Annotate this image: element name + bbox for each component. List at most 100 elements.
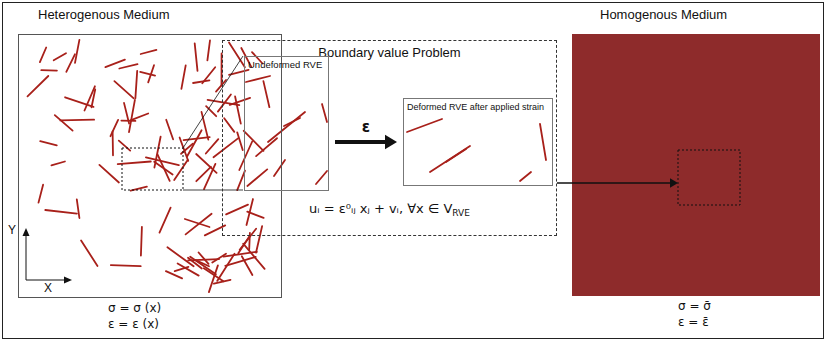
x-axis-head — [64, 277, 72, 284]
fiber — [105, 60, 125, 68]
rve-box: Deformed RVE after applied strain — [403, 98, 553, 186]
homogeneous-fill — [572, 34, 820, 296]
fiber — [174, 160, 188, 180]
fiber — [407, 119, 442, 132]
rve-box: Undeformed RVE — [244, 56, 329, 191]
fiber — [430, 146, 470, 172]
homogeneous-rve-window — [678, 150, 740, 205]
fiber — [141, 227, 142, 256]
fiber — [256, 226, 262, 253]
fiber — [119, 141, 130, 151]
fiber — [114, 81, 133, 98]
zoom-line — [183, 190, 243, 191]
fiber — [235, 97, 241, 124]
fiber — [158, 154, 170, 181]
fiber — [244, 131, 264, 151]
fiber — [154, 137, 160, 168]
fiber — [247, 169, 267, 186]
fiber — [85, 86, 95, 110]
edge-label: ε — [360, 119, 372, 136]
fiber — [40, 48, 46, 63]
fiber — [111, 265, 141, 266]
fiber — [284, 118, 300, 126]
fiber — [60, 119, 94, 122]
fiber — [185, 219, 210, 227]
fiber — [187, 130, 201, 156]
fiber — [195, 43, 198, 71]
fiber — [209, 265, 218, 292]
fiber — [256, 138, 277, 156]
fiber — [181, 65, 185, 89]
fiber — [118, 162, 151, 165]
fiber — [446, 149, 466, 162]
fiber — [243, 244, 264, 269]
connector-line — [557, 182, 671, 183]
fiber — [186, 214, 212, 235]
connector — [335, 135, 397, 149]
fiber — [75, 40, 79, 63]
fiber — [28, 76, 49, 96]
x-axis — [26, 280, 66, 281]
fiber — [193, 80, 209, 83]
fiber — [206, 106, 216, 116]
fiber — [540, 124, 546, 160]
equation-line: uᵢ = ε⁰ᵢⱼ xⱼ + vᵢ, ∀x ∈ VRVE — [223, 201, 556, 218]
fiber — [119, 64, 137, 68]
fiber — [237, 132, 243, 150]
fiber — [202, 112, 209, 140]
field-equation: ε = ε (x) — [108, 318, 159, 332]
axis-label: X — [44, 282, 52, 296]
fiber — [316, 171, 327, 184]
fiber — [207, 40, 210, 60]
node-heading: Undeformed RVE — [248, 60, 322, 71]
fiber — [41, 69, 57, 71]
arrow-head — [385, 135, 397, 149]
arrow-head — [670, 178, 678, 188]
fiber — [111, 120, 119, 136]
fiber — [247, 212, 263, 218]
fiber — [40, 141, 57, 145]
fiber — [263, 81, 269, 107]
fiber — [166, 120, 173, 140]
fiber — [99, 165, 119, 183]
fiber — [45, 210, 77, 214]
fiber — [214, 138, 239, 157]
fiber — [322, 104, 327, 122]
field-equation: σ = σ (x) — [108, 302, 161, 316]
node-heading: Deformed RVE after applied strain — [407, 102, 544, 112]
equation: uᵢ = ε⁰ᵢⱼ xⱼ + vᵢ, ∀x ∈ V — [309, 201, 452, 216]
fiber — [141, 50, 157, 54]
fiber — [184, 137, 210, 140]
fiber — [66, 54, 75, 72]
fiber — [175, 267, 189, 271]
boundary-problem-box: Boundary value Problemuᵢ = ε⁰ᵢⱼ xⱼ + vᵢ,… — [222, 40, 557, 236]
panel-border — [18, 34, 282, 298]
y-axis-head — [23, 228, 30, 236]
fiber — [212, 254, 226, 263]
fiber — [160, 208, 171, 233]
fiber — [226, 205, 248, 215]
field-equation: σ = σ̄ — [678, 300, 711, 314]
zoom-line — [183, 56, 243, 148]
equation-subscript: RVE — [452, 208, 470, 218]
fiber — [204, 164, 215, 189]
fiber — [224, 118, 234, 132]
fiber — [214, 280, 231, 284]
rve-window — [122, 148, 183, 190]
fiber — [229, 43, 245, 68]
fiber — [180, 138, 189, 161]
field-equation: ε = ε̄ — [678, 316, 709, 330]
fiber — [268, 112, 305, 142]
y-axis — [26, 234, 27, 280]
fiber — [130, 114, 148, 121]
fiber — [166, 271, 182, 278]
fiber — [246, 76, 270, 82]
fiber — [54, 53, 66, 60]
fiber — [55, 115, 73, 131]
fiber — [77, 199, 80, 218]
fiber — [81, 241, 97, 267]
connector — [557, 178, 678, 188]
fiber — [274, 160, 285, 176]
axis-label: Y — [8, 224, 16, 238]
